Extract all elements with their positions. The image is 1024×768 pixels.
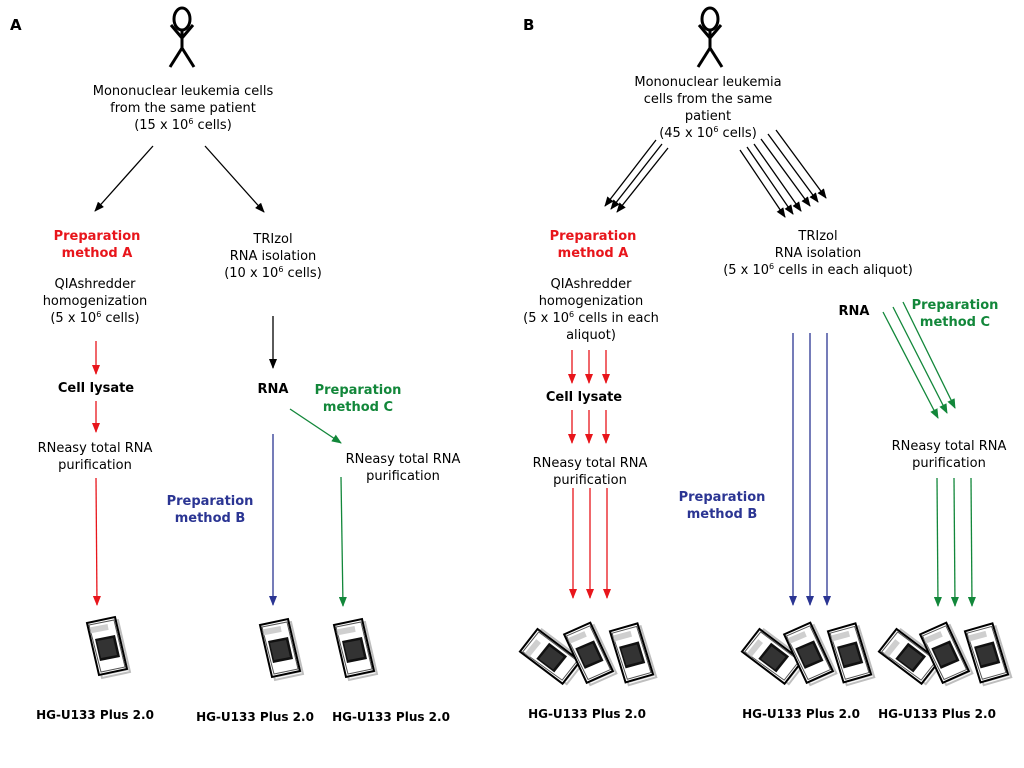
stick-figure-icon [696,6,724,68]
panel-b-rneasy-a-label: RNeasy total RNA purification [532,456,648,488]
panel-b-qiashredder-label: QIAshredder homogenization (5 x 106 cell… [523,277,659,343]
cells-count: (15 x 106 cells) [134,117,232,134]
panel-a-method-b-label: Preparation method B [166,494,254,526]
panel-a-chip3-label: HG-U133 Plus 2.0 [332,710,450,724]
panel-b-letter: B [523,16,535,34]
microarray-chip-icon [738,619,875,693]
panel-b-rneasy-c-label: RNeasy total RNA purification [891,439,1007,471]
microarray-chip-icon [875,619,1012,693]
panel-a-trizol-label: TRIzol RNA isolation (10 x 106 cells) [224,232,322,281]
microarray-chip-icon [87,617,130,678]
panel-a-chip2-label: HG-U133 Plus 2.0 [196,710,314,724]
panel-a-rneasy-c-label: RNeasy total RNA purification [345,452,461,484]
panel-b-trizol-label: TRIzol RNA isolation (5 x 106 cells in e… [723,229,913,278]
panel-b-method-c-label: Preparation method C [911,298,999,330]
panel-a-method-c-label: Preparation method C [314,383,402,415]
cells-line2: from the same patient [110,101,256,116]
arrow-green-2 [338,476,347,607]
arrows-to-trizol [739,129,827,218]
arrows-to-method-a [604,139,669,213]
stick-figure-icon [168,6,196,68]
panel-a-rneasy-a-label: RNeasy total RNA purification [37,441,153,473]
arrow-to-method-a [94,145,154,212]
panel-a-method-a-label: Preparation method A [53,229,141,261]
panel-a-rna: RNA [257,382,289,397]
panel-b-method-a-label: Preparation method A [549,229,637,261]
panel-b-cells-label: Mononuclear leukemia cells from the same… [634,75,782,141]
microarray-chip-icon [260,619,303,680]
microarray-chip-icon [516,619,657,693]
arrow-green-1 [289,408,342,444]
panel-b-method-b-label: Preparation method B [678,490,766,522]
panel-b-chip1-label: HG-U133 Plus 2.0 [528,707,646,721]
panel-a-cells-label: Mononuclear leukemia cells from the same… [83,83,283,134]
arrow-to-trizol [204,145,265,213]
panel-a-qiashredder-label: QIAshredder homogenization (5 x 106 cell… [42,277,148,326]
arrows-green [882,301,976,607]
panel-b-cell-lysate: Cell lysate [545,390,623,405]
arrows-red-lysate [568,350,611,599]
panel-a-letter: A [10,16,22,34]
panel-b-chip2-label: HG-U133 Plus 2.0 [742,707,860,721]
microarray-chip-icon [334,619,377,680]
panel-b-chip3-label: HG-U133 Plus 2.0 [878,707,996,721]
arrow-red-3 [92,477,101,606]
arrows-blue [789,333,831,606]
panel-a-chip1-label: HG-U133 Plus 2.0 [36,708,154,722]
panel-b-rna: RNA [838,304,870,319]
cells-line1: Mononuclear leukemia cells [92,84,274,99]
panel-a-cell-lysate: Cell lysate [57,381,135,396]
